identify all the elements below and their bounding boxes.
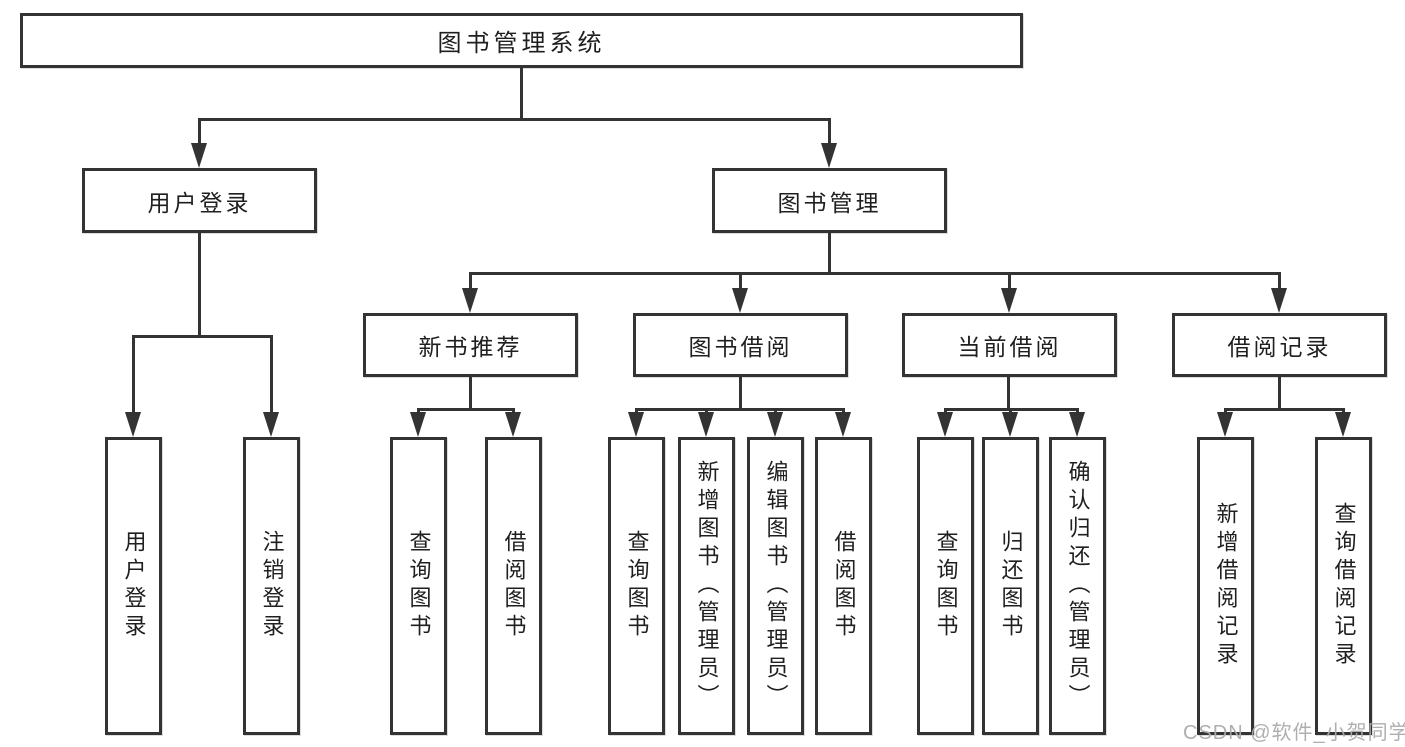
leaf-label: 新增借阅记录 bbox=[1213, 502, 1239, 670]
leaf-query-books-recommend: 查询图书 bbox=[390, 437, 447, 735]
connector-drop-leaf bbox=[1224, 408, 1227, 414]
leaf-label: 借阅图书 bbox=[501, 530, 527, 642]
connector-drop-leaf bbox=[774, 408, 777, 414]
leaf-user-login: 用户登录 bbox=[105, 437, 162, 735]
leaf-query-borrow-record: 查询借阅记录 bbox=[1315, 437, 1372, 735]
leaf-label: 查询图书 bbox=[624, 530, 650, 642]
arrow-down-icon bbox=[821, 143, 837, 168]
connector-stem bbox=[739, 377, 742, 408]
leaf-query-books-current: 查询图书 bbox=[917, 437, 974, 735]
leaf-borrow-books-recommend: 借阅图书 bbox=[485, 437, 542, 735]
connector-user-login-stem bbox=[198, 233, 201, 335]
connector-drop-leaf bbox=[705, 408, 708, 414]
leaf-label: 编辑图书（管理员） bbox=[763, 460, 789, 712]
leaf-label: 归还图书 bbox=[998, 530, 1024, 642]
connector-drop-leaf bbox=[512, 408, 515, 414]
connector-drop-leaf bbox=[270, 335, 273, 412]
arrow-down-icon bbox=[1001, 288, 1017, 313]
connector-root-stem bbox=[520, 68, 523, 118]
connector-rail bbox=[635, 408, 845, 411]
leaf-logout: 注销登录 bbox=[243, 437, 300, 735]
leaf-label: 借阅图书 bbox=[831, 530, 857, 642]
arrow-down-icon bbox=[505, 412, 521, 437]
connector-drop-leaf bbox=[635, 408, 638, 414]
connector-drop-level3 bbox=[739, 272, 742, 288]
arrow-down-icon bbox=[628, 412, 644, 437]
connector-drop-leaf bbox=[1009, 408, 1012, 414]
node-borrowing-records: 借阅记录 bbox=[1172, 313, 1387, 377]
leaf-label: 查询借阅记录 bbox=[1331, 502, 1357, 670]
leaf-label: 查询图书 bbox=[406, 530, 432, 642]
connector-drop-level3 bbox=[1278, 272, 1281, 288]
leaf-query-books-borrowing: 查询图书 bbox=[608, 437, 665, 735]
leaf-label: 用户登录 bbox=[121, 530, 147, 642]
connector-drop-level3 bbox=[469, 272, 472, 288]
connector-drop-leaf bbox=[1342, 408, 1345, 414]
connector-drop-leaf bbox=[417, 408, 420, 414]
connector-book-mgmt-stem bbox=[828, 233, 831, 272]
leaf-confirm-return-admin: 确认归还（管理员） bbox=[1049, 437, 1106, 735]
arrow-down-icon bbox=[698, 412, 714, 437]
connector-drop-user-login bbox=[198, 118, 201, 146]
arrow-down-icon bbox=[1271, 288, 1287, 313]
node-user-login: 用户登录 bbox=[82, 168, 317, 233]
node-book-borrowing: 图书借阅 bbox=[633, 313, 848, 377]
leaf-label: 确认归还（管理员） bbox=[1065, 460, 1091, 712]
arrow-down-icon bbox=[937, 412, 953, 437]
connector-rail bbox=[1224, 408, 1345, 411]
connector-drop-leaf bbox=[132, 335, 135, 412]
connector-book-mgmt-rail bbox=[469, 272, 1281, 275]
arrow-down-icon bbox=[1002, 412, 1018, 437]
csdn-watermark: CSDN @软件_小贺同学 bbox=[1183, 722, 1405, 744]
leaf-return-books: 归还图书 bbox=[982, 437, 1039, 735]
node-new-book-recommend: 新书推荐 bbox=[363, 313, 578, 377]
arrow-down-icon bbox=[835, 412, 851, 437]
arrow-down-icon bbox=[1335, 412, 1351, 437]
leaf-borrow-books: 借阅图书 bbox=[815, 437, 872, 735]
connector-rail bbox=[417, 408, 515, 411]
connector-root-rail bbox=[198, 118, 831, 121]
connector-stem bbox=[469, 377, 472, 408]
arrow-down-icon bbox=[1069, 412, 1085, 437]
node-book-management: 图书管理 bbox=[712, 168, 947, 233]
leaf-label: 查询图书 bbox=[933, 530, 959, 642]
arrow-down-icon bbox=[125, 412, 141, 437]
connector-drop-book-management bbox=[828, 118, 831, 146]
leaf-label: 新增图书（管理员） bbox=[694, 460, 720, 712]
arrow-down-icon bbox=[732, 288, 748, 313]
arrow-down-icon bbox=[1217, 412, 1233, 437]
connector-user-login-rail bbox=[132, 335, 273, 338]
connector-drop-level3 bbox=[1008, 272, 1011, 288]
arrow-down-icon bbox=[191, 143, 207, 168]
connector-drop-leaf bbox=[842, 408, 845, 414]
arrow-down-icon bbox=[263, 412, 279, 437]
connector-drop-leaf bbox=[1076, 408, 1079, 414]
arrow-down-icon bbox=[410, 412, 426, 437]
leaf-label: 注销登录 bbox=[259, 530, 285, 642]
connector-stem bbox=[1278, 377, 1281, 408]
arrow-down-icon bbox=[462, 288, 478, 313]
arrow-down-icon bbox=[767, 412, 783, 437]
leaf-edit-books-admin: 编辑图书（管理员） bbox=[747, 437, 804, 735]
connector-stem bbox=[1007, 376, 1010, 408]
leaf-add-borrow-record: 新增借阅记录 bbox=[1197, 437, 1254, 735]
connector-drop-leaf bbox=[944, 408, 947, 414]
node-library-management-system: 图书管理系统 bbox=[20, 13, 1023, 68]
leaf-add-books-admin: 新增图书（管理员） bbox=[678, 437, 735, 735]
node-current-borrowing: 当前借阅 bbox=[902, 313, 1117, 377]
